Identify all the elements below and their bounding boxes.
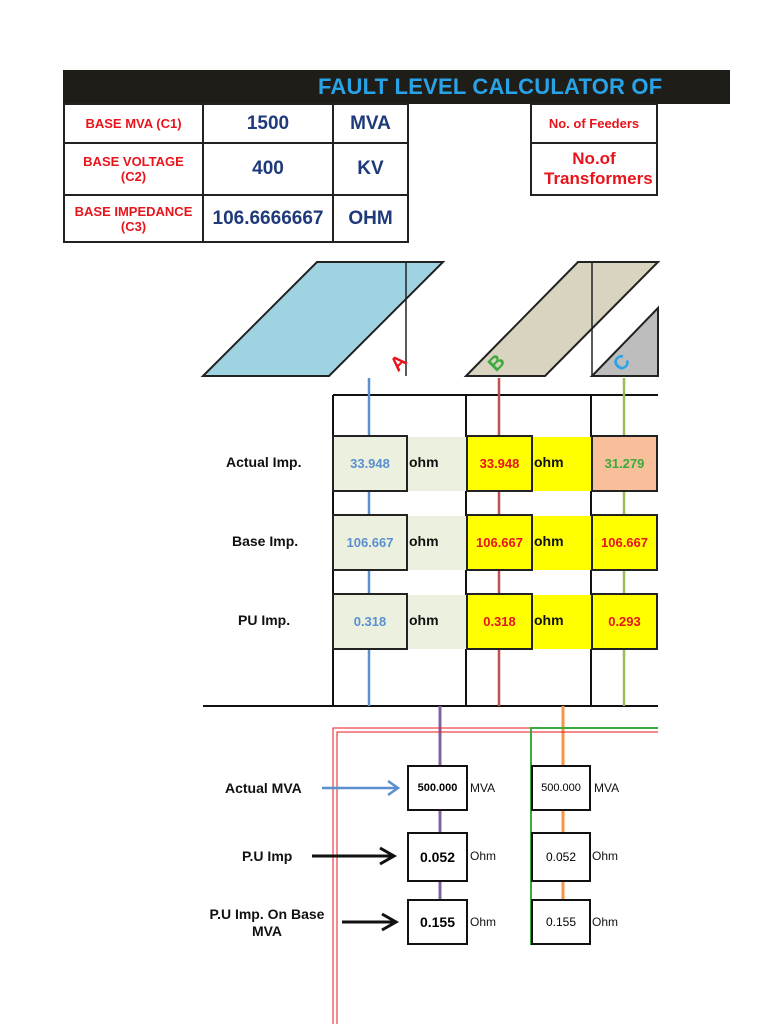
- phase-b-ohm-3: ohm: [534, 612, 564, 628]
- col1-mva-unit: MVA: [470, 781, 496, 795]
- base-impedance-label: BASE IMPEDANCE (C3): [63, 194, 204, 243]
- phase-a-shape: [200, 261, 446, 377]
- phase-b-shape: [463, 261, 661, 377]
- phase-b-ohm-2: ohm: [534, 533, 564, 549]
- phase-a-band-1: [406, 437, 466, 491]
- phase-a-pu-imp[interactable]: 0.318: [332, 593, 408, 650]
- phase-b-base-imp[interactable]: 106.667: [466, 514, 533, 571]
- phase-a-band-3: [406, 595, 466, 649]
- col1-ohm-unit-2: Ohm: [470, 915, 497, 929]
- base-voltage-label: BASE VOLTAGE (C2): [63, 142, 204, 196]
- phase-c-pu-imp[interactable]: 0.293: [591, 593, 658, 650]
- phase-c-shape: [589, 305, 659, 377]
- col2-ohm-unit-2: Ohm: [592, 915, 619, 929]
- phase-b-pu-imp[interactable]: 0.318: [466, 593, 533, 650]
- col2-mva-unit: MVA: [594, 781, 620, 795]
- phase-b-ohm-1: ohm: [534, 454, 564, 470]
- phase-a-ohm-2: ohm: [409, 533, 439, 549]
- col2-pu-imp[interactable]: 0.052: [531, 832, 591, 882]
- base-mva-value[interactable]: 1500: [202, 103, 334, 144]
- col1-pu-imp[interactable]: 0.052: [407, 832, 468, 882]
- feeders-label: No. of Feeders: [530, 103, 658, 144]
- pu-imp-lower-label: P.U Imp: [242, 848, 293, 864]
- phase-c-base-imp[interactable]: 106.667: [591, 514, 658, 571]
- base-impedance-value[interactable]: 106.6666667: [202, 194, 334, 243]
- pu-imp-label: PU Imp.: [238, 612, 291, 628]
- actual-mva-label: Actual MVA: [225, 780, 302, 796]
- page-title: FAULT LEVEL CALCULATOR OF: [318, 74, 663, 99]
- phase-b-band-1: [531, 437, 591, 491]
- col1-pu-imp-base[interactable]: 0.155: [407, 899, 468, 945]
- col2-actual-mva[interactable]: 500.000: [531, 765, 591, 811]
- phase-c-actual-imp[interactable]: 31.279: [591, 435, 658, 492]
- title-bar: [63, 70, 730, 104]
- phase-a-actual-imp[interactable]: 33.948: [332, 435, 408, 492]
- base-imp-label: Base Imp.: [232, 533, 299, 549]
- base-impedance-unit: OHM: [332, 194, 409, 243]
- base-voltage-value[interactable]: 400: [202, 142, 334, 196]
- phase-b-band-2: [531, 516, 591, 570]
- base-voltage-unit: KV: [332, 142, 409, 196]
- phase-b-band-3: [531, 595, 591, 649]
- col1-ohm-unit-1: Ohm: [470, 849, 497, 863]
- col2-ohm-unit-1: Ohm: [592, 849, 619, 863]
- actual-imp-label: Actual Imp.: [226, 454, 302, 470]
- phase-a-band-2: [406, 516, 466, 570]
- pu-imp-base-label: P.U Imp. On Base MVA: [209, 906, 325, 939]
- phase-a-base-imp[interactable]: 106.667: [332, 514, 408, 571]
- phase-a-ohm-3: ohm: [409, 612, 439, 628]
- transformers-label: No.of Transformers: [530, 142, 658, 196]
- phase-b-actual-imp[interactable]: 33.948: [466, 435, 533, 492]
- col2-pu-imp-base[interactable]: 0.155: [531, 899, 591, 945]
- phase-a-ohm-1: ohm: [409, 454, 439, 470]
- col1-actual-mva[interactable]: 500.000: [407, 765, 468, 811]
